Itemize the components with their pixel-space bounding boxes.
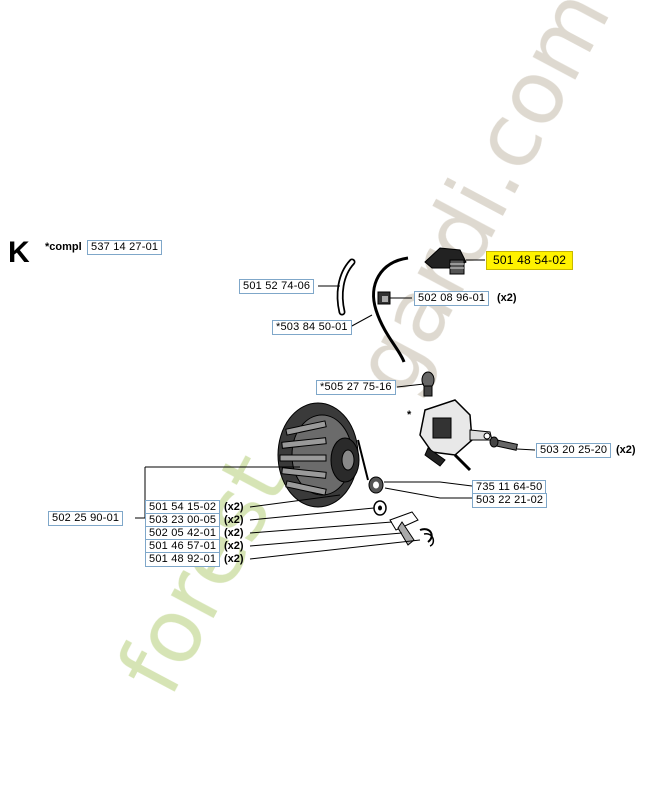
part-label-501-52-74-06[interactable]: 501 52 74-06 xyxy=(239,279,315,294)
qty-502-05-42-01: (x2) xyxy=(224,527,244,539)
watermark-text-b: gardi.com xyxy=(333,0,631,410)
clip-part xyxy=(377,291,391,305)
ignition-module xyxy=(419,399,493,472)
qty-501-46-57-01: (x2) xyxy=(224,540,244,552)
watermark: forest gardi.com xyxy=(98,0,631,710)
spark-plug-cap xyxy=(424,247,467,275)
part-label-735-11-64-50[interactable]: 735 11 64-50 xyxy=(472,480,547,495)
module-star: * xyxy=(407,409,412,421)
screw-part xyxy=(489,436,518,451)
part-label-501-48-92-01[interactable]: 501 48 92-01 xyxy=(145,552,221,567)
qty-503-20-25-20: (x2) xyxy=(616,444,636,456)
compl-part-number[interactable]: 537 14 27-01 xyxy=(87,240,163,255)
qty-501-54-15-02: (x2) xyxy=(224,501,244,513)
part-label-502-25-90-01[interactable]: 502 25 90-01 xyxy=(48,511,124,526)
watermark-text-a: forest xyxy=(98,438,308,710)
part-label-501-48-54-02[interactable]: 501 48 54-02 xyxy=(486,251,574,270)
part-label-501-54-15-02[interactable]: 501 54 15-02 xyxy=(145,500,221,515)
part-label-503-23-00-05[interactable]: 503 23 00-05 xyxy=(145,513,221,528)
qty-502-08-96-01: (x2) xyxy=(497,292,517,304)
part-label-501-46-57-01[interactable]: 501 46 57-01 xyxy=(145,539,221,554)
part-label-503-20-25-20[interactable]: 503 20 25-20 xyxy=(536,443,612,458)
part-label-503-22-21-02[interactable]: 503 22 21-02 xyxy=(472,493,548,508)
qty-503-23-00-05: (x2) xyxy=(224,514,244,526)
section-letter: K xyxy=(8,236,30,269)
small-parts xyxy=(368,476,435,547)
part-label-502-08-96-01[interactable]: 502 08 96-01 xyxy=(414,291,490,306)
part-label-502-05-42-01[interactable]: 502 05 42-01 xyxy=(145,526,221,541)
qty-501-48-92-01: (x2) xyxy=(224,553,244,565)
flywheel xyxy=(277,402,369,508)
part-label-503-84-50-01[interactable]: *503 84 50-01 xyxy=(272,320,352,335)
ignition-cable xyxy=(372,256,409,363)
leader-lines xyxy=(135,259,536,560)
grommet-part xyxy=(421,371,435,397)
part-label-505-27-75-16[interactable]: *505 27 75-16 xyxy=(316,380,396,395)
compl-label: *compl xyxy=(45,241,82,253)
